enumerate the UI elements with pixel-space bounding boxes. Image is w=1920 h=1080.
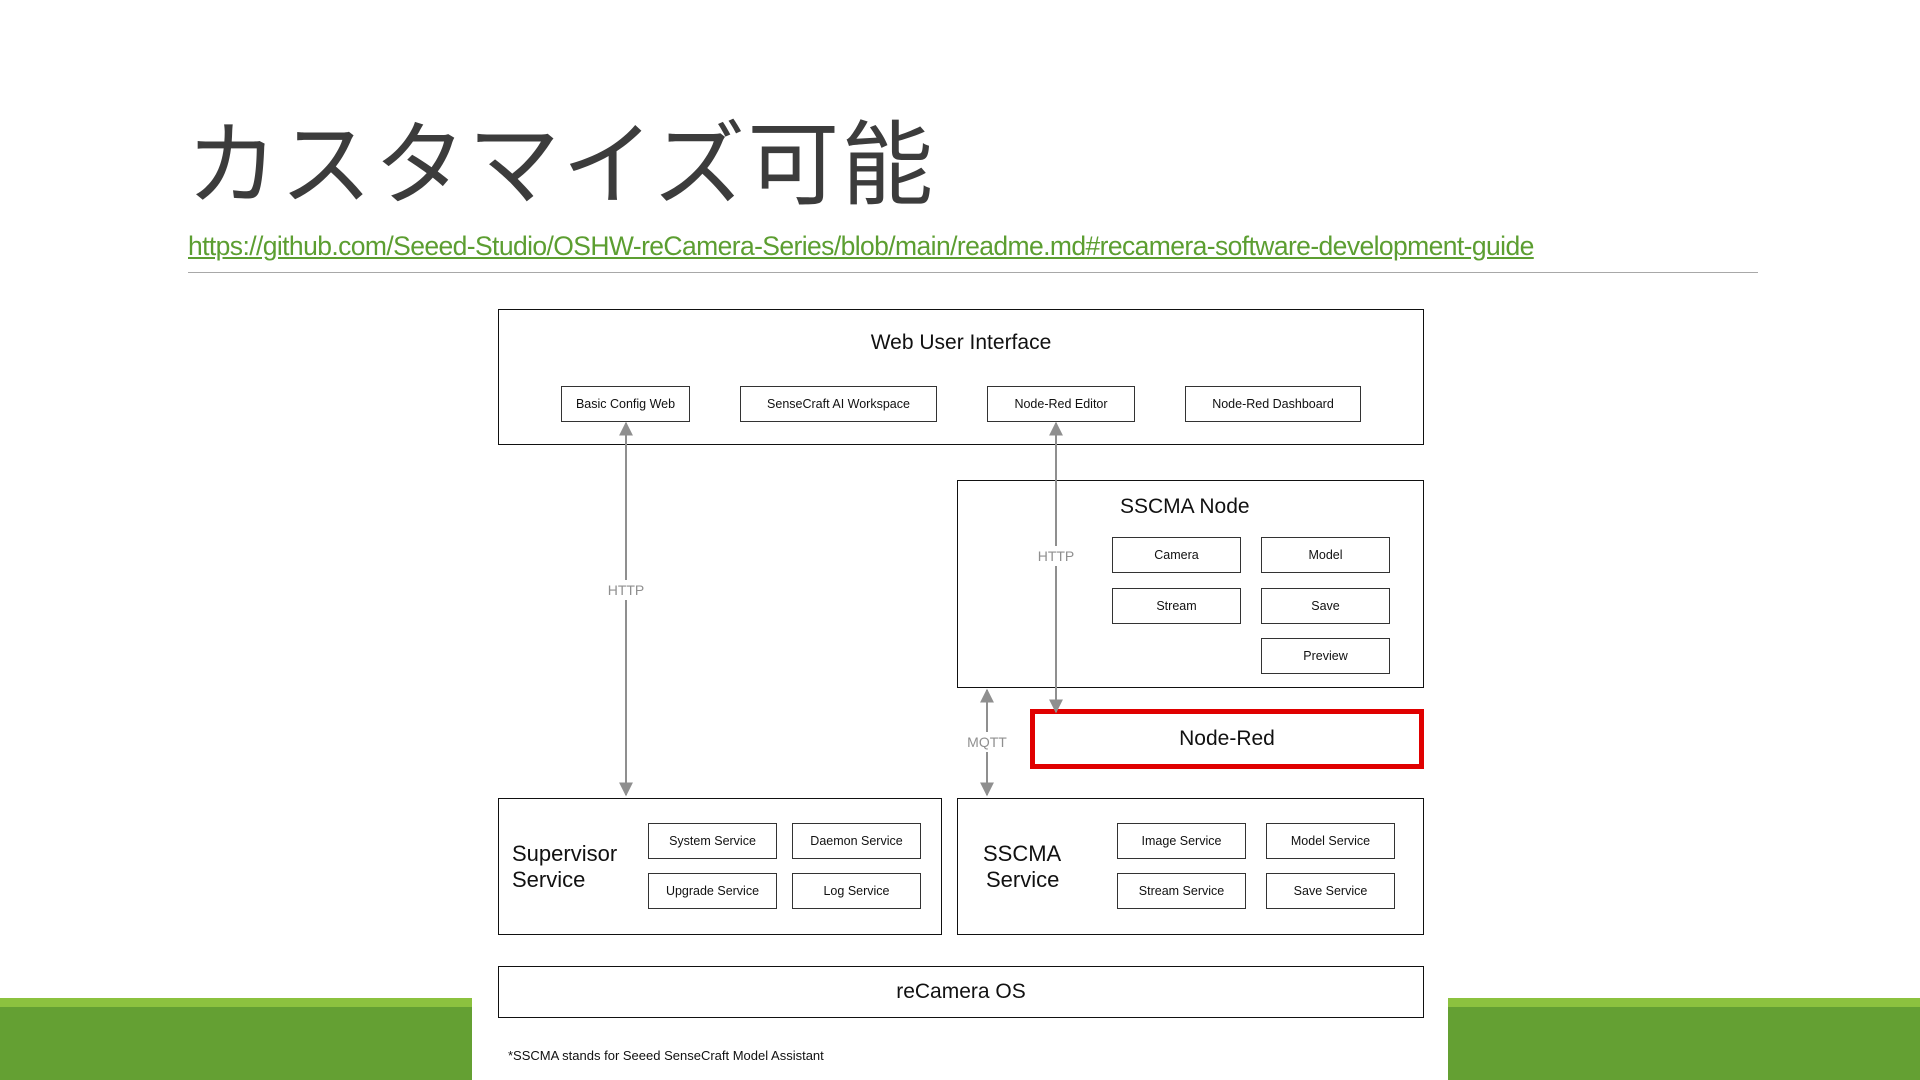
right-green-band-top bbox=[1448, 998, 1920, 1007]
supervisor-service-box bbox=[498, 798, 942, 935]
sensecraft-workspace-box: SenseCraft AI Workspace bbox=[740, 386, 937, 422]
web-ui-box bbox=[498, 309, 1424, 445]
node-red-dashboard-box: Node-Red Dashboard bbox=[1185, 386, 1361, 422]
node-red-title: Node-Red bbox=[1179, 727, 1275, 750]
node-red-box bbox=[1030, 709, 1424, 769]
http-label-left: HTTP bbox=[596, 580, 656, 600]
recamera-os-box bbox=[498, 966, 1424, 1018]
image-service-box: Image Service bbox=[1117, 823, 1246, 859]
mqtt-label: MQTT bbox=[957, 732, 1017, 752]
node-red-editor-box: Node-Red Editor bbox=[987, 386, 1135, 422]
model-box: Model bbox=[1261, 537, 1390, 573]
save-service-box: Save Service bbox=[1266, 873, 1395, 909]
left-green-band-top bbox=[0, 998, 472, 1007]
system-service-box: System Service bbox=[648, 823, 777, 859]
footnote: *SSCMA stands for Seeed SenseCraft Model… bbox=[508, 1048, 824, 1063]
supervisor-title-line2: Service bbox=[512, 867, 586, 892]
slide-title: カスタマイズ可能 bbox=[186, 112, 936, 219]
stream-box: Stream bbox=[1112, 588, 1241, 624]
title-divider bbox=[188, 272, 1758, 273]
github-link[interactable]: https://github.com/Seeed-Studio/OSHW-reC… bbox=[188, 231, 1534, 261]
left-green-band bbox=[0, 998, 472, 1080]
sscma-node-title: SSCMA Node bbox=[1120, 495, 1250, 518]
log-service-box: Log Service bbox=[792, 873, 921, 909]
save-box: Save bbox=[1261, 588, 1390, 624]
camera-box: Camera bbox=[1112, 537, 1241, 573]
preview-box: Preview bbox=[1261, 638, 1390, 674]
basic-config-web-box: Basic Config Web bbox=[561, 386, 690, 422]
sscma-service-title-line1: SSCMA bbox=[983, 841, 1062, 866]
daemon-service-box: Daemon Service bbox=[792, 823, 921, 859]
model-service-box: Model Service bbox=[1266, 823, 1395, 859]
right-green-band bbox=[1448, 998, 1920, 1080]
web-ui-title: Web User Interface bbox=[870, 331, 1052, 354]
sscma-service-title-line2: Service bbox=[986, 867, 1060, 892]
http-label-right: HTTP bbox=[1026, 546, 1086, 566]
supervisor-title-line1: Supervisor bbox=[512, 841, 618, 866]
stream-service-box: Stream Service bbox=[1117, 873, 1246, 909]
upgrade-service-box: Upgrade Service bbox=[648, 873, 777, 909]
recamera-os-title: reCamera OS bbox=[896, 980, 1026, 1003]
sscma-service-box bbox=[957, 798, 1424, 935]
